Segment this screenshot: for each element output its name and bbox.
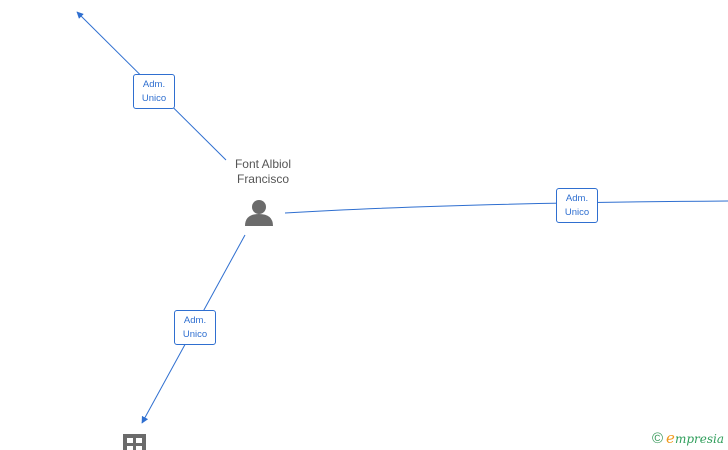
edge-label-right[interactable]: Adm. Unico [556,188,598,223]
edge-label-role-type: Unico [564,207,590,218]
edge-label-role-type: Unico [182,329,208,340]
brand-initial: e [666,429,675,447]
edge-label-top-left[interactable]: Adm. Unico [133,74,175,109]
person-name-line2: Francisco [236,172,289,186]
edge-label-role-type: Unico [141,93,167,104]
edge-label-role: Adm. [142,79,166,90]
edge-label-role: Adm. [183,315,207,326]
empresia-watermark: ©empresia [652,429,724,447]
person-name-line1: Font Albiol [234,157,292,171]
edge-line-right [284,200,728,214]
edge-label-role: Adm. [565,193,589,204]
copyright-symbol: © [651,430,664,447]
person-icon[interactable] [245,200,273,226]
edge-label-bottom-left[interactable]: Adm. Unico [174,310,216,345]
building-icon[interactable] [123,434,146,450]
person-name-label[interactable]: Font Albiol Francisco [208,157,318,187]
brand-name: mpresia [674,432,724,446]
